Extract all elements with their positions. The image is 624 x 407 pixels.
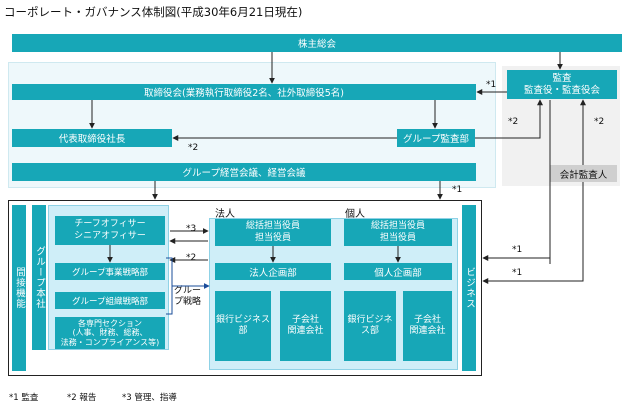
shareholders-meeting-box: 株主総会 <box>12 34 622 52</box>
group-audit-dept-box: グループ監査部 <box>397 129 475 147</box>
mark-report-accounting: *2 <box>594 117 605 127</box>
chief-officers-box: チーフオフィサー シニアオフィサー <box>55 216 165 245</box>
mark-audit-board: *1 <box>486 80 497 90</box>
indirect-function-bar: 間接機能 <box>12 205 26 371</box>
arrow-accounting-frame <box>482 182 584 284</box>
audit-header: 監査 <box>552 72 572 84</box>
mark-audit-frame-1: *1 <box>512 245 523 255</box>
mark-report-groupaudit: *2 <box>508 117 519 127</box>
expert-sections-box: 各専門セクション (人事、財務、総務、 法務・コンプライアンス等) <box>55 317 165 349</box>
individual-executive-box: 総括担当役員 担当役員 <box>344 219 452 246</box>
president-box: 代表取締役社長 <box>12 129 172 147</box>
page-title: コーポレート・ガバナンス体制図(平成30年6月21日現在) <box>4 5 303 19</box>
legend-audit: *1 監査 <box>9 393 39 403</box>
group-business-strategy-box: グループ事業戦略部 <box>55 263 165 280</box>
corporate-subsidiaries-box: 子会社 関連会社 <box>280 291 331 361</box>
group-strategy-text: グループ戦略 <box>174 286 202 307</box>
mark-audit-frame-2: *1 <box>512 268 523 278</box>
mark-guidance: *3 <box>186 224 197 234</box>
legend-report: *2 報告 <box>67 393 97 403</box>
auditors-label: 監査役・監査役会 <box>523 84 600 96</box>
corporate-bank-business-box: 銀行ビジネス 部 <box>215 291 271 361</box>
group-hq-bar: グループ本社 <box>32 205 46 350</box>
audit-box: 監査 監査役・監査役会 <box>507 70 617 99</box>
group-strategy-label: グループ戦略 <box>174 286 208 308</box>
business-bar: ビジネス <box>462 205 476 371</box>
legend-guidance: *3 管理、指導 <box>122 393 177 403</box>
mark-report-president: *2 <box>188 143 199 153</box>
individual-planning-box: 個人企画部 <box>344 263 452 280</box>
individual-bank-business-box: 銀行ビジネ ス部 <box>344 291 396 361</box>
mark-audit-business: *1 <box>452 185 463 195</box>
corporate-planning-box: 法人企画部 <box>215 263 331 280</box>
corporate-executive-box: 総括担当役員 担当役員 <box>215 219 331 246</box>
mark-report-hq: *2 <box>186 253 197 263</box>
individual-subsidiaries-box: 子会社 関連会社 <box>403 291 452 361</box>
corporate-header: 法人 <box>215 209 235 220</box>
group-org-strategy-box: グループ組織戦略部 <box>55 292 165 309</box>
management-meeting-box: グループ経営会議、経営会議 <box>12 163 476 181</box>
board-of-directors-box: 取締役会(業務執行取締役2名、社外取締役5名) <box>12 84 476 100</box>
accounting-auditor-box: 会計監査人 <box>550 165 617 182</box>
individual-header: 個人 <box>345 209 365 220</box>
